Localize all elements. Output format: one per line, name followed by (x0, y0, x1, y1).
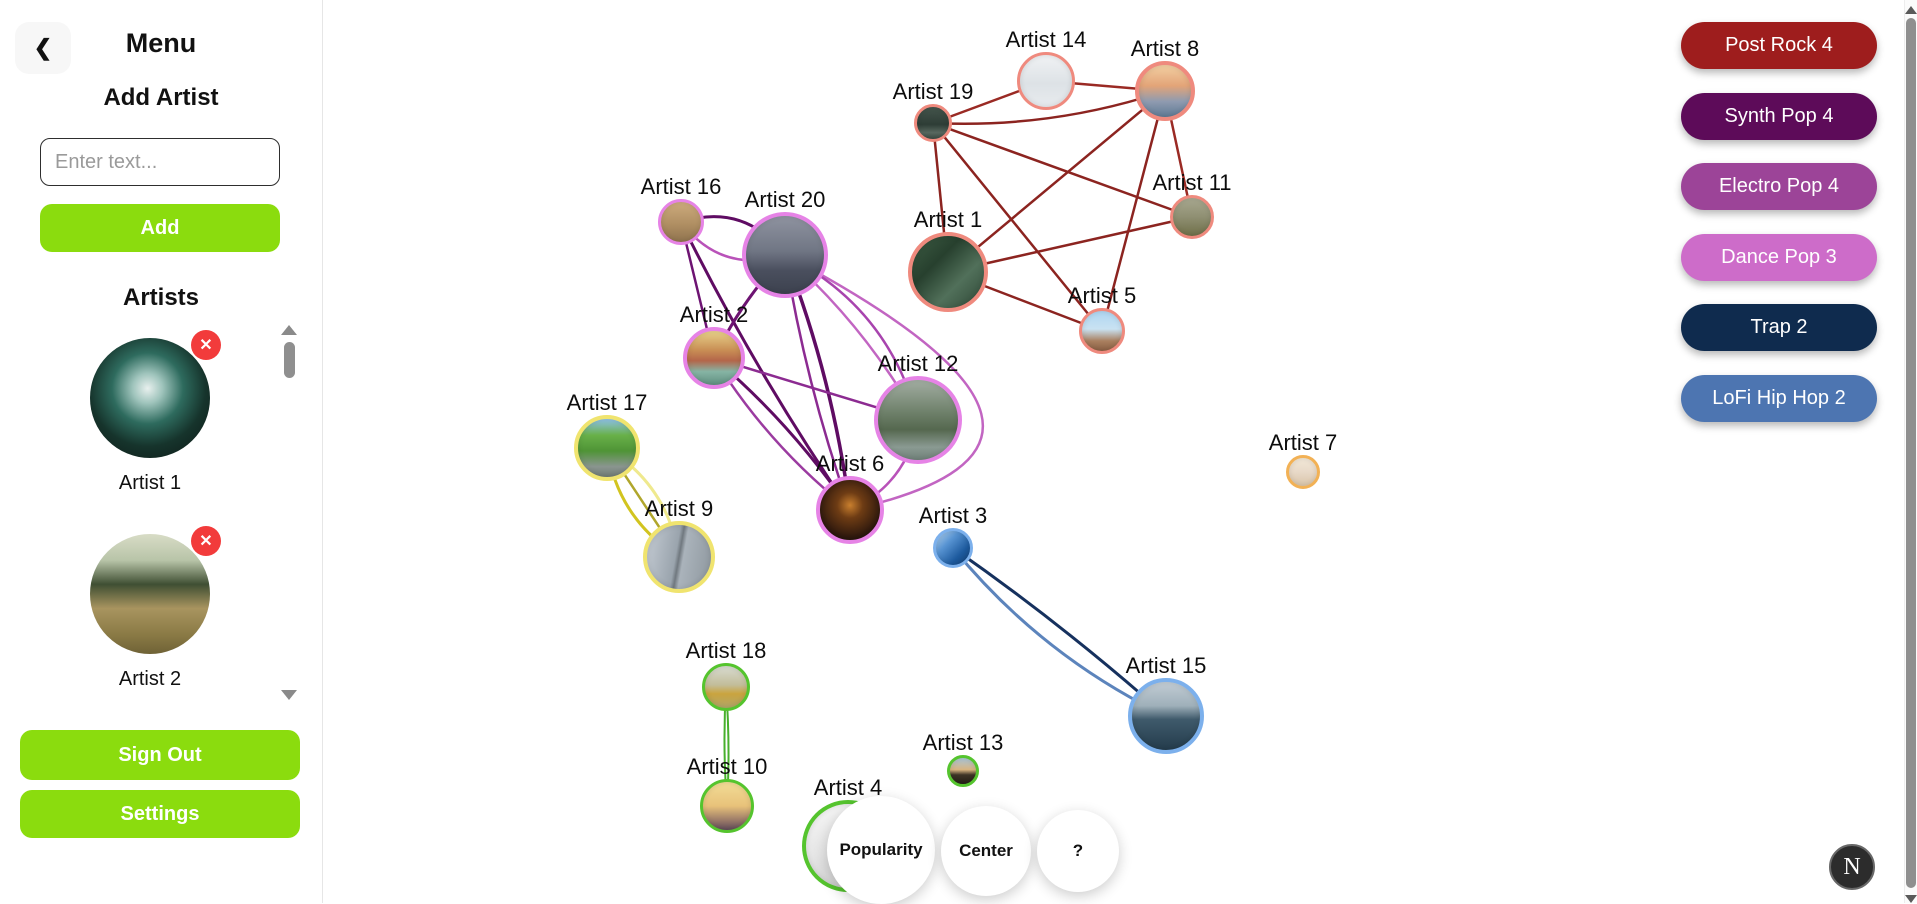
artist-node[interactable] (947, 755, 979, 787)
graph-edge (1100, 89, 1167, 333)
genre-badge[interactable]: LoFi Hip Hop 2 (1681, 374, 1877, 422)
genre-badge[interactable]: Electro Pop 4 (1681, 163, 1877, 210)
genre-badge[interactable]: Dance Pop 3 (1681, 233, 1877, 281)
artist-node-label: Artist 5 (1067, 283, 1137, 308)
artist-avatar[interactable] (90, 534, 210, 654)
artist-node-label: Artist 1 (913, 207, 983, 232)
graph-edge (783, 253, 985, 512)
artist-name-label: Artist 2 (118, 668, 182, 690)
genre-badge[interactable]: Trap 2 (1681, 304, 1877, 351)
genre-badge-list: Post Rock 4 Synth Pop 4 Electro Pop 4 Dance… (1681, 22, 1877, 445)
artist-list: ✕ Artist 1 ✕ Artist 2 (0, 330, 322, 722)
artist-node-label: Artist 17 (566, 390, 648, 415)
artists-heading: Artists (122, 284, 200, 311)
page-scroll-up-arrow[interactable] (1905, 6, 1917, 14)
artist-node-label: Artist 18 (685, 638, 767, 663)
menu-title: Menu (125, 28, 197, 58)
genre-badge[interactable]: Post Rock 4 (1681, 22, 1877, 69)
list-scroll-down-arrow[interactable] (281, 690, 297, 700)
artist-node-label: Artist 12 (877, 351, 959, 376)
artist-node-label: Artist 19 (892, 79, 974, 104)
graph-edge (931, 121, 1194, 219)
artist-node-label: Artist 20 (744, 187, 826, 212)
graph-edge (946, 89, 1167, 274)
artist-node-label: Artist 2 (679, 302, 749, 327)
artist-node[interactable] (574, 415, 640, 481)
artist-node[interactable] (702, 663, 750, 711)
artist-node-label: Artist 9 (644, 496, 714, 521)
artist-node[interactable] (1128, 678, 1204, 754)
graph-edge (931, 121, 1104, 333)
artist-node[interactable] (874, 376, 962, 464)
artist-name-input[interactable] (40, 138, 280, 186)
artist-node-label: Artist 8 (1130, 36, 1200, 61)
graph-edge (951, 546, 1168, 718)
artist-node-label: Artist 14 (1005, 27, 1087, 52)
artist-node-label: Artist 6 (815, 451, 885, 476)
sidebar: ❮ Menu Add Artist Add Artists ✕Artist 1✕… (0, 0, 323, 903)
page-scroll-down-arrow[interactable] (1905, 895, 1917, 903)
artist-node-label: Artist 11 (1152, 170, 1232, 195)
remove-artist-button[interactable]: ✕ (191, 330, 221, 360)
center-button[interactable]: Center (941, 806, 1031, 896)
artist-node[interactable] (700, 779, 754, 833)
popularity-button[interactable]: Popularity (827, 796, 935, 904)
add-artist-heading: Add Artist (103, 84, 219, 111)
list-scroll-up-arrow[interactable] (281, 325, 297, 335)
artist-node-label: Artist 15 (1125, 653, 1207, 678)
artist-node[interactable] (683, 327, 745, 389)
artist-node[interactable] (908, 232, 988, 312)
artist-node-label: Artist 7 (1268, 430, 1338, 455)
artist-name-label: Artist 1 (118, 472, 182, 494)
graph-edge (951, 546, 1168, 718)
back-button[interactable]: ❮ (15, 22, 71, 74)
artist-node[interactable] (1135, 61, 1195, 121)
artist-node[interactable] (742, 212, 828, 298)
artist-node-label: Artist 16 (640, 174, 722, 199)
artist-node[interactable] (1286, 455, 1320, 489)
artist-node[interactable] (1170, 195, 1214, 239)
artist-node[interactable] (658, 199, 704, 245)
artist-list-item[interactable]: ✕ Artist 1 (90, 330, 221, 494)
back-icon: ❮ (33, 35, 53, 60)
artist-node[interactable] (643, 521, 715, 593)
artist-node[interactable] (1017, 52, 1075, 110)
artist-node[interactable] (816, 476, 884, 544)
list-scrollbar-thumb[interactable] (284, 342, 295, 378)
graph-edge (946, 215, 1194, 274)
settings-button[interactable]: Settings (20, 790, 300, 838)
artist-list-item[interactable]: ✕ Artist 2 (90, 526, 221, 690)
artist-node-label: Artist 13 (922, 730, 1004, 755)
artist-node[interactable] (914, 104, 952, 142)
logo-badge[interactable]: N (1829, 844, 1875, 890)
page-scrollbar-thumb[interactable] (1906, 18, 1916, 888)
artist-node[interactable] (933, 528, 973, 568)
genre-badge[interactable]: Synth Pop 4 (1681, 92, 1877, 140)
remove-artist-button[interactable]: ✕ (191, 526, 221, 556)
artist-node[interactable] (1079, 308, 1125, 354)
add-artist-button[interactable]: Add (40, 204, 280, 252)
sign-out-button[interactable]: Sign Out (20, 730, 300, 780)
artist-node-label: Artist 10 (686, 754, 768, 779)
artist-node-label: Artist 4 (813, 775, 883, 800)
help-button[interactable]: ? (1037, 810, 1119, 892)
artist-node-label: Artist 3 (918, 503, 988, 528)
artist-avatar[interactable] (90, 338, 210, 458)
